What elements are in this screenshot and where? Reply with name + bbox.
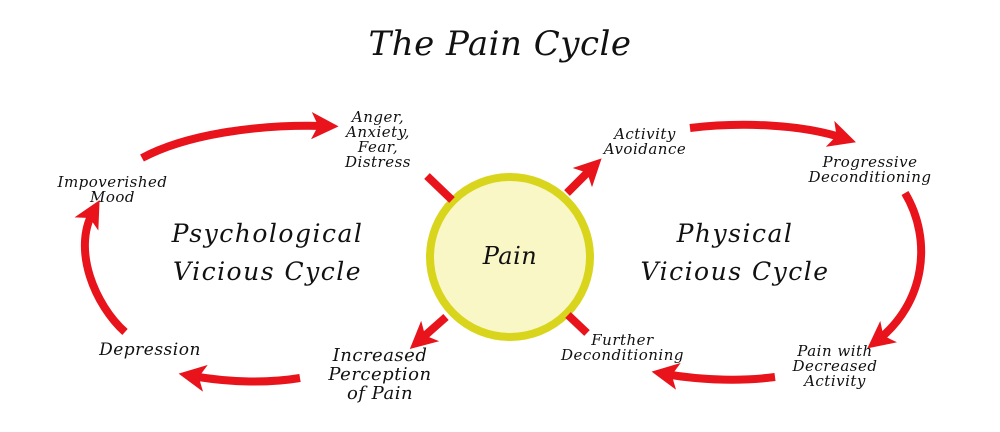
arrow-mood-to-anger bbox=[140, 112, 339, 162]
arrow-avoidance-to-deconditioning bbox=[689, 120, 856, 147]
arrow-deconditioning-to-pain-activity bbox=[867, 190, 926, 349]
arrow-depression-to-mood bbox=[74, 200, 128, 335]
node-further-deconditioning: Further Deconditioning bbox=[561, 331, 684, 364]
arrow-pain-to-avoidance bbox=[564, 158, 602, 196]
node-progressive-deconditioning: Progressive Deconditioning bbox=[808, 153, 932, 186]
node-impoverished-mood: Impoverished Mood bbox=[57, 173, 168, 206]
diagram-title: The Pain Cycle bbox=[368, 24, 632, 64]
node-increased-perception: Increased Perception of Pain bbox=[328, 345, 432, 404]
physical-cycle-label: Physical Vicious Cycle bbox=[640, 219, 830, 286]
arrow-anger-to-pain bbox=[424, 173, 455, 203]
node-activity-avoidance: Activity Avoidance bbox=[603, 125, 687, 158]
node-anger-anxiety: Anger, Anxiety, Fear, Distress bbox=[345, 108, 411, 171]
node-depression: Depression bbox=[99, 340, 201, 360]
node-pain-with-decreased-activity: Pain with Decreased Activity bbox=[792, 342, 878, 390]
arrow-pain-to-perception bbox=[409, 314, 449, 350]
arrow-perception-to-depression bbox=[178, 364, 301, 392]
arrow-further-to-pain bbox=[565, 312, 590, 336]
psychological-cycle-label: Psychological Vicious Cycle bbox=[171, 219, 364, 286]
arrow-pain-activity-to-further bbox=[651, 362, 776, 390]
pain-label: Pain bbox=[482, 242, 538, 270]
pain-circle bbox=[426, 173, 594, 341]
